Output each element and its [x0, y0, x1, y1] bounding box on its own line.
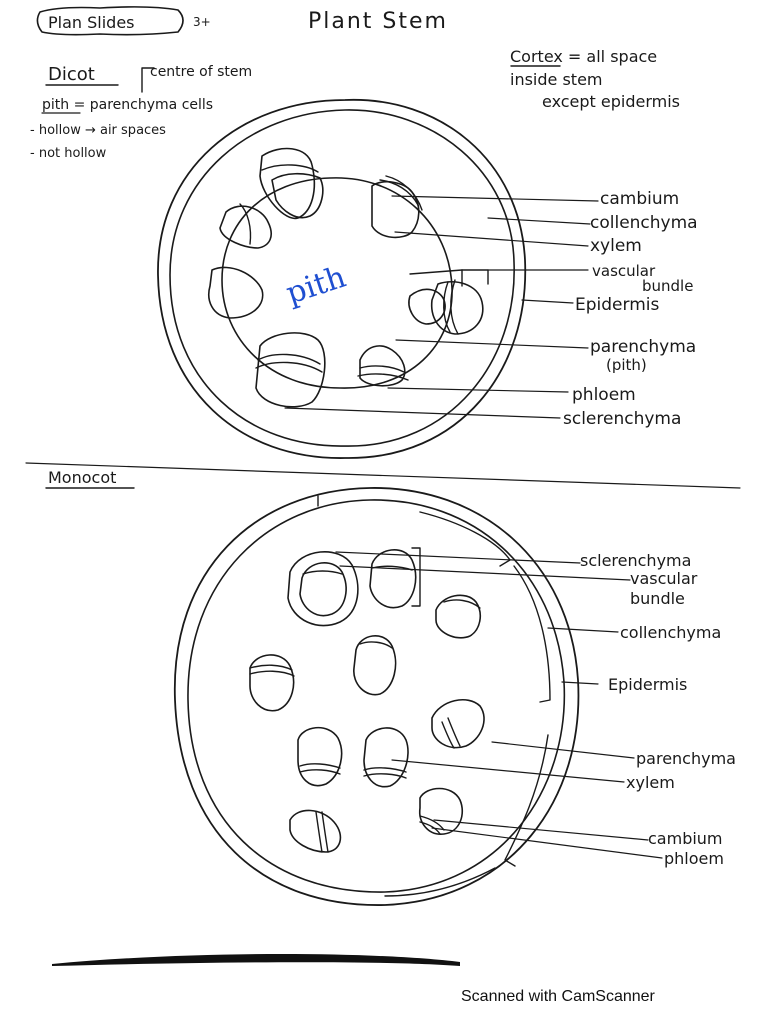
scan-edge-shadow — [52, 954, 460, 966]
monocot-heading: Monocot — [48, 468, 116, 487]
monocot-vascular-bundle — [419, 787, 464, 835]
label-phloem: phloem — [664, 849, 724, 868]
monocot-vascular-bundle — [435, 594, 482, 639]
monocot-leader-lines — [335, 551, 663, 859]
monocot-vascular-bundle — [363, 727, 409, 788]
dicot-heading: Dicot — [48, 64, 95, 85]
monocot-vascular-bundle — [353, 635, 397, 696]
monocot-epidermis-inner — [187, 499, 566, 893]
scanner-watermark: Scanned with CamScanner — [461, 988, 655, 1005]
label-vascular: vascular — [592, 262, 656, 280]
vascular-bracket — [409, 269, 489, 285]
dicot-pith-boundary — [221, 177, 453, 389]
dicot-epidermis-outer — [157, 99, 527, 459]
label-collenchyma: collenchyma — [620, 623, 721, 642]
pith-definition: pith = parenchyma cells — [42, 97, 213, 113]
cortex-note-line2: inside stem — [510, 70, 603, 89]
dicot-vascular-bundle — [255, 332, 326, 408]
dicot-cross-section: pith — [157, 99, 698, 459]
label-sclerenchyma: sclerenchyma — [563, 409, 681, 429]
label-parenchyma: parenchyma — [636, 749, 736, 768]
dicot-epidermis-inner — [169, 109, 515, 447]
label-sclerenchyma: sclerenchyma — [580, 551, 691, 570]
label-pith-paren: (pith) — [606, 356, 647, 374]
monocot-vascular-bundle — [287, 551, 359, 627]
label-epidermis: Epidermis — [575, 295, 659, 315]
label-parenchyma: parenchyma — [590, 337, 696, 357]
label-bundle: bundle — [642, 277, 693, 295]
cortex-note-line1: Cortex = all space — [510, 47, 657, 66]
label-xylem: xylem — [590, 236, 642, 256]
monocot-collenchyma-band — [317, 495, 551, 897]
label-xylem: xylem — [626, 773, 675, 792]
monocot-vascular-bundle — [431, 698, 485, 749]
header: Plan Slides 3+ Plant Stem Cortex = all s… — [36, 6, 680, 111]
monocot-vascular-bundle — [289, 809, 342, 853]
note-hollow: - hollow → air spaces — [30, 123, 166, 138]
label-collenchyma: collenchyma — [590, 213, 698, 233]
dicot-labels: cambium collenchyma xylem vascular bundl… — [563, 189, 698, 429]
label-phloem: phloem — [572, 385, 636, 405]
dicot-vascular-bundle — [208, 266, 264, 319]
monocot-labels: sclerenchyma vascular bundle collenchyma… — [580, 551, 736, 868]
label-cambium: cambium — [648, 829, 723, 848]
label-epidermis: Epidermis — [608, 675, 687, 694]
cortex-note-line3: except epidermis — [542, 92, 680, 111]
tag-suffix: 3+ — [193, 15, 211, 29]
tag-outline — [36, 6, 184, 36]
monocot-vascular-bracket — [411, 547, 421, 607]
tag-text: Plan Slides — [48, 13, 135, 32]
monocot-vascular-bundle — [369, 549, 417, 609]
label-bundle: bundle — [630, 589, 685, 608]
monocot-epidermis-outer — [174, 487, 580, 906]
label-vascular: vascular — [630, 569, 698, 588]
dicot-vascular-bundle — [371, 175, 423, 239]
dicot-vascular-bundle — [357, 345, 409, 387]
dicot-vascular-bundle — [259, 147, 324, 220]
page-title: Plant Stem — [308, 9, 448, 34]
dicot-vascular-bundle — [408, 279, 484, 335]
monocot-vascular-bundle — [297, 726, 343, 787]
label-cambium: cambium — [600, 189, 679, 209]
monocot-section: Monocot — [45, 468, 736, 906]
section-divider — [25, 462, 741, 489]
centre-note-bracket — [141, 67, 155, 93]
monocot-vascular-bundle — [249, 654, 295, 712]
centre-note: centre of stem — [150, 64, 252, 80]
note-not-hollow: - not hollow — [30, 146, 107, 161]
dicot-notes: Dicot centre of stem pith = parenchyma c… — [30, 64, 252, 161]
dicot-vascular-bundle — [219, 203, 272, 249]
pith-label: pith — [282, 260, 350, 312]
dicot-leader-lines — [284, 195, 599, 419]
